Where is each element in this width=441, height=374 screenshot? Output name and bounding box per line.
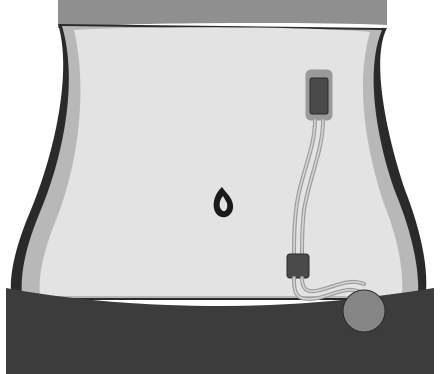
- tubing-connector: [287, 254, 309, 278]
- torso-skin: [40, 27, 403, 296]
- top-band: [58, 0, 387, 28]
- infusion-disk: [343, 290, 385, 332]
- device-body: [310, 78, 328, 114]
